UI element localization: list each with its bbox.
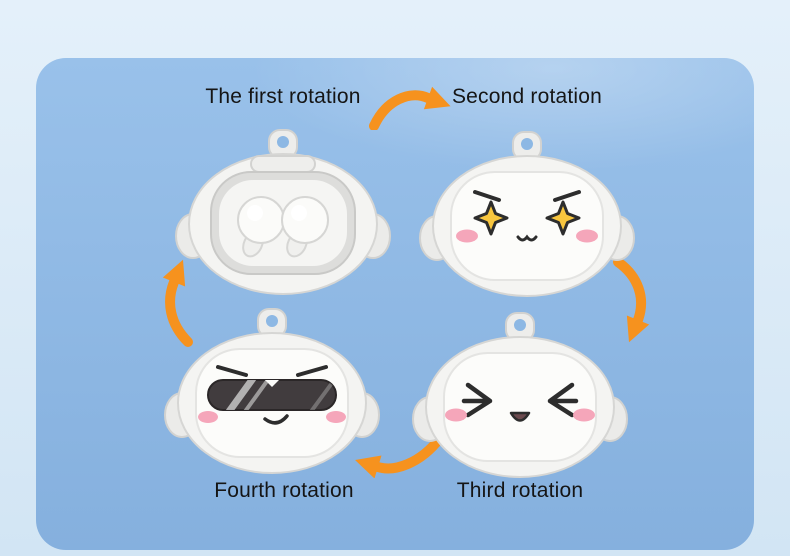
case-sparkle-eyes-image [417,130,637,300]
arrow-second-to-third-icon [613,258,650,343]
case-sunglasses-face-image [162,307,382,477]
label-second-rotation: Second rotation [451,85,603,108]
arrow-third-to-fourth-icon [355,433,445,478]
case-squint-face-image [410,311,630,481]
arrow-first-to-second-icon [369,86,451,130]
label-first-rotation: The first rotation [205,85,361,108]
earbuds-case-open-image [173,128,393,298]
label-fourth-rotation: Fourth rotation [214,479,354,502]
label-third-rotation: Third rotation [456,479,584,502]
arrow-fourth-to-first-icon [162,259,193,347]
